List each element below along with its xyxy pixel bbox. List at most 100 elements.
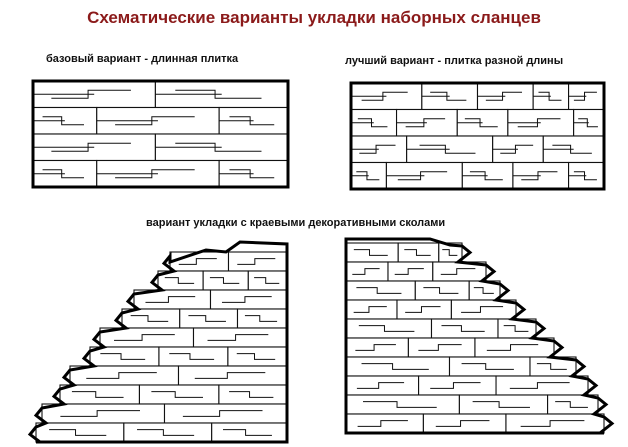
slate-tile [430, 318, 499, 339]
slate-tile [211, 422, 288, 443]
tile-joint-line [509, 382, 570, 389]
tile-joint-line [229, 169, 275, 179]
tile-joint-line [405, 118, 446, 128]
tile-joint-line [358, 325, 415, 332]
slate-tile [202, 270, 249, 291]
tile-joint-line [355, 344, 396, 351]
tile-joint-line [485, 91, 523, 101]
tile-joint-line [486, 344, 539, 351]
slate-tile [35, 422, 125, 443]
tile-joint-line [356, 382, 405, 389]
tile-joint-line [435, 420, 490, 427]
tile-joint-line [151, 391, 204, 398]
tile-joint-line [405, 306, 441, 313]
tile-joint-line [472, 401, 530, 408]
tile-joint-line [536, 363, 567, 370]
tile-joint-line [51, 89, 131, 99]
tile-joint-line [51, 142, 131, 152]
tile-joint-line [42, 116, 84, 126]
tile-joint-line [423, 287, 459, 294]
tile-joint-line [114, 334, 175, 341]
tile-joint-line [517, 118, 561, 128]
tile-joint-line [359, 144, 396, 154]
panel-frame [31, 79, 290, 189]
tile-joint-line [578, 118, 598, 128]
tile-joint-line [440, 268, 476, 275]
tile-joint-line [49, 429, 107, 436]
slate-tile [41, 403, 166, 424]
tile-joint-line [361, 363, 429, 370]
slate-tile [345, 261, 389, 282]
slate-tile [89, 346, 160, 367]
tile-joint-line [356, 171, 380, 181]
tile-joint-line [461, 363, 514, 370]
tile-joint-line [229, 116, 275, 126]
tile-joint-line [236, 353, 276, 360]
tile-joint-line [394, 268, 424, 275]
tile-joint-line [137, 429, 195, 436]
slate-tile [59, 384, 140, 405]
tile-joint-line [194, 372, 266, 379]
tile-joint-line [86, 372, 157, 379]
slate-tile [345, 356, 451, 377]
slate-tile [227, 251, 288, 272]
slate-tile [505, 413, 605, 434]
panel-edge-right [344, 237, 615, 435]
tile-joint-line [42, 169, 84, 179]
tile-joint-line [419, 144, 476, 154]
slate-tile [247, 270, 288, 291]
slate-tile [407, 337, 476, 358]
tile-joint-line [464, 118, 498, 128]
slate-tile [387, 261, 434, 282]
tile-joint-line [237, 258, 276, 265]
tile-joint-line [538, 91, 562, 101]
panel-best-variant [349, 81, 606, 191]
tile-joint-line [356, 287, 402, 294]
panel-base-variant [31, 79, 290, 189]
jagged-edge-outline [344, 237, 615, 435]
slate-tile [158, 346, 229, 367]
slate-tile [69, 365, 180, 386]
tile-joint-line [430, 382, 481, 389]
slate-tile [397, 242, 440, 263]
slate-tile [345, 375, 420, 396]
tile-joint-line [430, 91, 467, 101]
tile-joint-line [500, 144, 534, 154]
slate-tile [414, 280, 470, 301]
tile-joint-line [207, 334, 269, 341]
tile-joint-line [169, 353, 215, 360]
slate-tile [218, 384, 288, 405]
tile-joint-line [473, 287, 494, 294]
tile-joint-line [357, 118, 388, 128]
label-edge-variant: вариант укладки с краевыми декоративными… [146, 217, 446, 229]
tile-joint-line [229, 391, 274, 398]
slate-tile [396, 299, 452, 320]
slate-tile [345, 337, 409, 358]
tile-joint-line [441, 325, 485, 332]
tile-joint-line [130, 315, 169, 322]
slate-tile [138, 384, 220, 405]
tile-joint-line [555, 401, 588, 408]
tile-joint-line [71, 391, 124, 398]
tile-joint-line [221, 296, 272, 303]
tile-joint-line [353, 306, 387, 313]
tile-joint-line [352, 268, 380, 275]
tile-joint-line [503, 325, 529, 332]
tile-joint-line [573, 91, 597, 101]
panel-edge-left [27, 240, 289, 444]
slate-tile [177, 365, 288, 386]
tile-joint-line [100, 353, 146, 360]
tile-joint-line [418, 344, 462, 351]
slate-tile [495, 375, 589, 396]
tile-joint-line [145, 296, 196, 303]
slate-tile [179, 308, 239, 329]
tile-joint-line [164, 277, 195, 284]
slate-tile [448, 356, 531, 377]
tile-joint-line [573, 171, 597, 181]
slate-tile [123, 422, 213, 443]
tile-joint-line [552, 144, 592, 154]
slate-tile [345, 280, 416, 301]
slate-tile [345, 242, 399, 263]
slate-tile [422, 413, 507, 434]
tile-joint-line [404, 249, 431, 256]
